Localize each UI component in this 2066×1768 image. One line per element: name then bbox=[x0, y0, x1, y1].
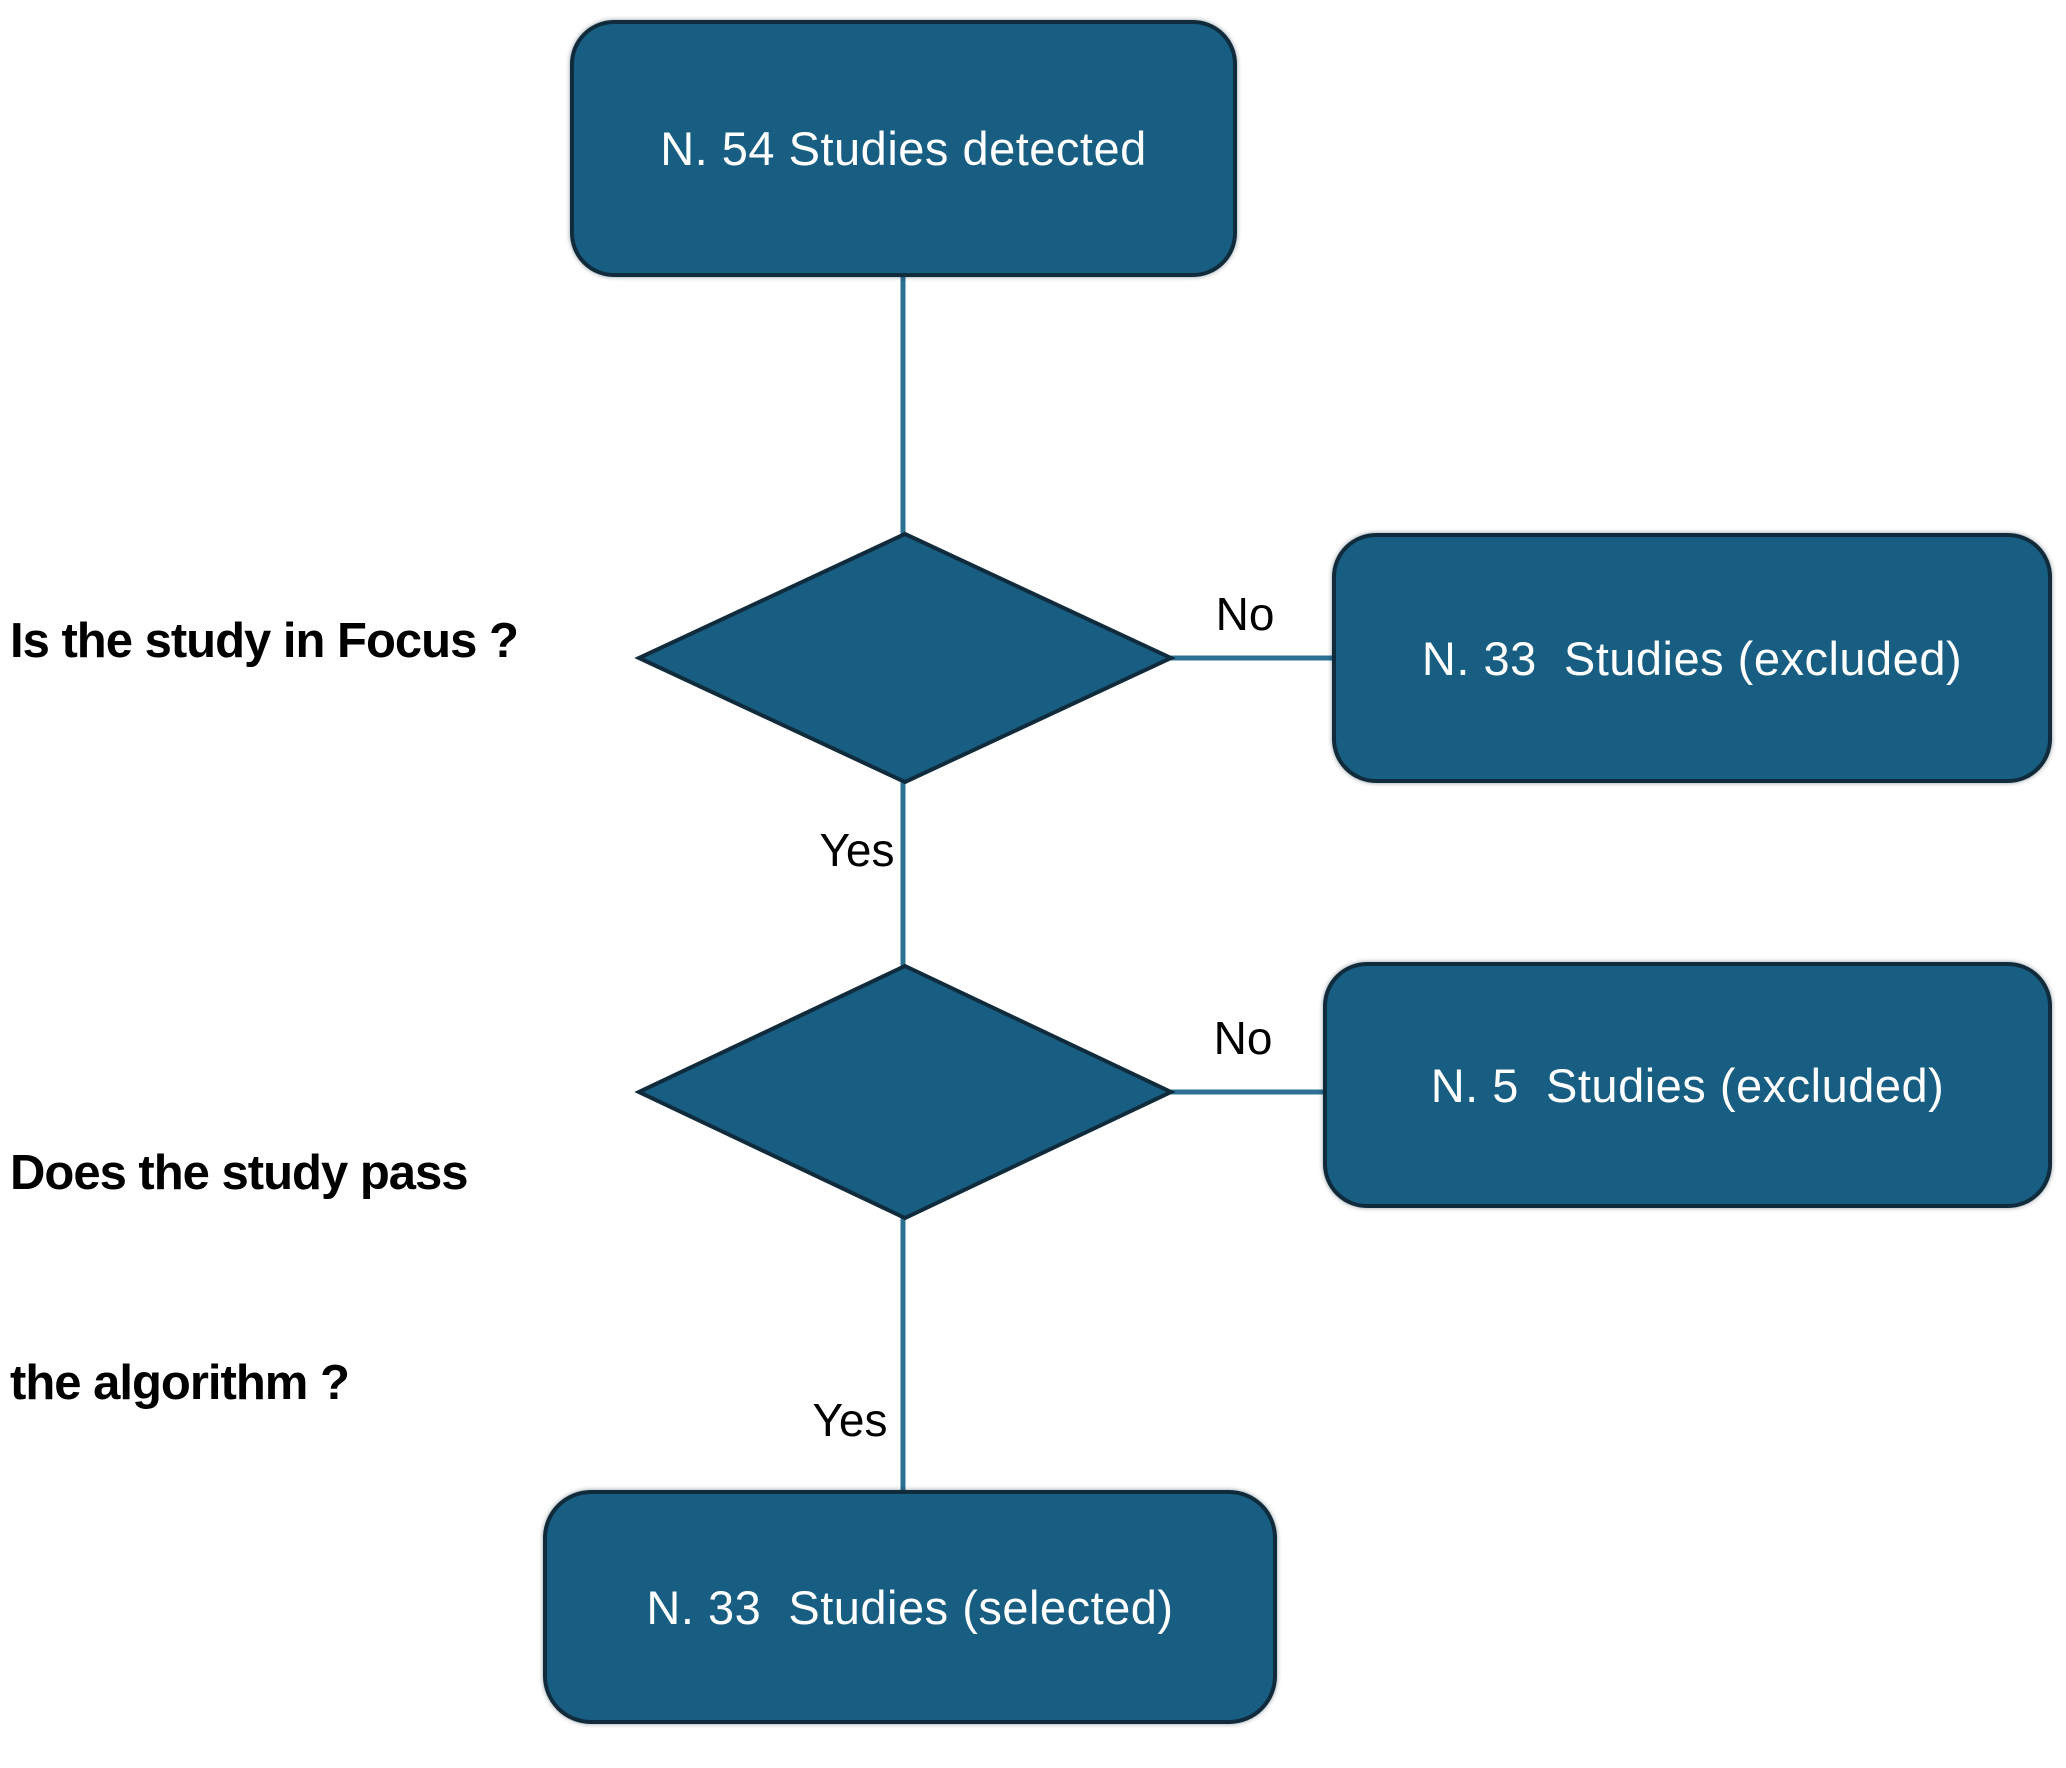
edge-label-no-2: No bbox=[1213, 1012, 1273, 1064]
decision-diamond-focus bbox=[634, 531, 1176, 785]
question-label-focus: Is the study in Focus ? bbox=[10, 614, 519, 668]
node-label: N. 5 Studies (excluded) bbox=[1430, 1058, 1945, 1112]
node-studies-detected: N. 54 Studies detected bbox=[570, 20, 1237, 277]
node-studies-excluded-focus: N. 33 Studies (excluded) bbox=[1332, 533, 2052, 783]
question-label-algorithm: Does the study pass the algorithm ? bbox=[10, 998, 469, 1558]
decision-diamond-algorithm bbox=[634, 963, 1176, 1221]
node-label: N. 33 Studies (excluded) bbox=[1421, 631, 1963, 685]
node-label: N. 33 Studies (selected) bbox=[646, 1580, 1174, 1634]
node-studies-selected: N. 33 Studies (selected) bbox=[543, 1490, 1277, 1724]
edge-label-no-1: No bbox=[1215, 588, 1275, 640]
node-label: N. 54 Studies detected bbox=[660, 122, 1147, 175]
edge-label-yes-1: Yes bbox=[819, 824, 895, 876]
node-studies-excluded-algorithm: N. 5 Studies (excluded) bbox=[1323, 962, 2052, 1208]
question-label-algorithm-line2: the algorithm ? bbox=[10, 1356, 350, 1410]
edge-label-yes-2: Yes bbox=[812, 1394, 888, 1446]
question-label-algorithm-line1: Does the study pass bbox=[10, 1146, 469, 1200]
